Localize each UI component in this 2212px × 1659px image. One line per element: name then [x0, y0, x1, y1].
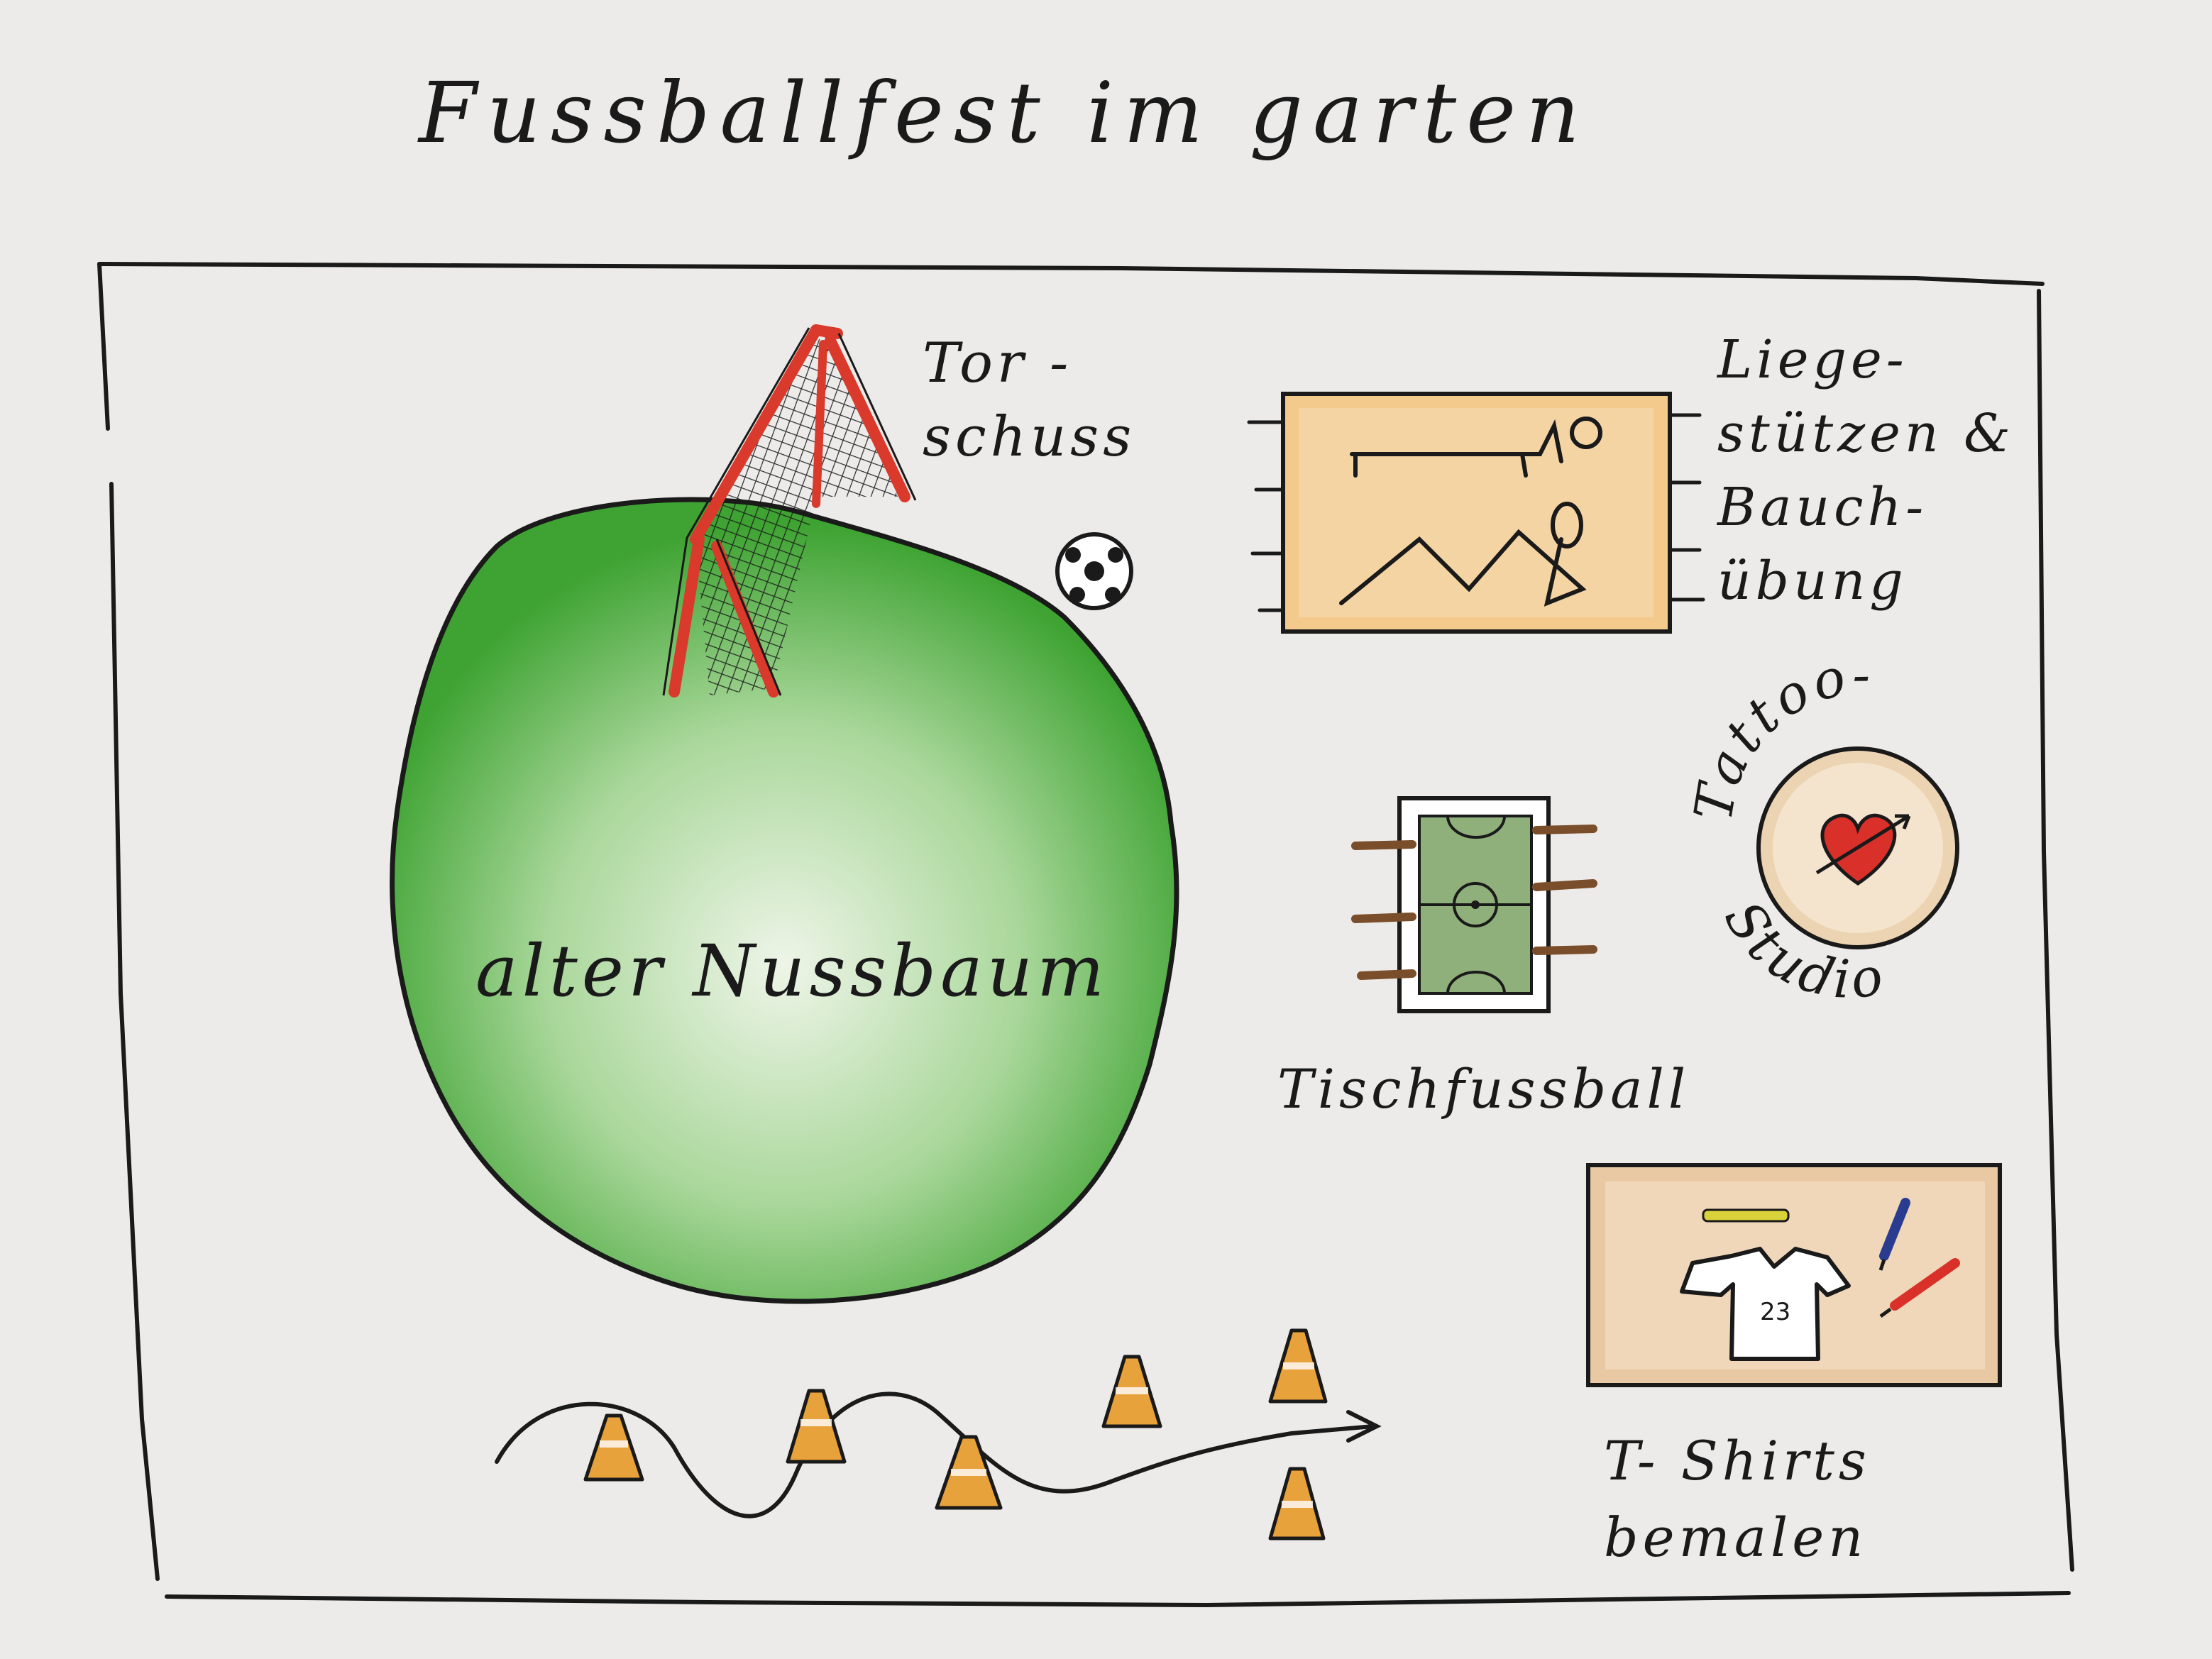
pen-icon — [1878, 1198, 1910, 1271]
walnut-tree — [390, 497, 1179, 1304]
t-shirt-icon — [1680, 1247, 1851, 1361]
label-line: übung — [1717, 551, 1908, 612]
label-line: Tor - — [923, 331, 1073, 395]
slalom-course — [495, 1328, 1382, 1540]
garden-border — [97, 262, 2074, 1608]
tshirt-painting-mat: 23 — [1586, 1163, 2002, 1387]
label-tischfussball: Tischfussball — [1277, 1057, 1690, 1120]
label-liegestuetzen: Liege- stützen & Bauch- übung — [1717, 323, 2015, 618]
exercise-mat — [1247, 392, 1705, 634]
label-line: Liege- — [1717, 329, 1908, 390]
label-line: schuss — [923, 405, 1136, 469]
label-tree: alter Nussbaum — [475, 930, 1108, 1013]
label-line: stützen & — [1717, 403, 2015, 464]
label-line: bemalen — [1604, 1506, 1868, 1569]
label-tshirts: T- Shirts bemalen — [1604, 1423, 1871, 1576]
label-torschuss: Tor - schuss — [923, 326, 1135, 474]
label-line: T- Shirts — [1604, 1429, 1871, 1492]
label-line: Bauch- — [1717, 477, 1928, 538]
pen-icon — [1879, 1258, 1960, 1318]
shirt-number: 23 — [1760, 1298, 1790, 1326]
soccer-ball-icon — [1055, 532, 1133, 610]
traffic-cone-icon — [583, 1328, 1328, 1540]
soccer-goal-icon — [662, 324, 917, 698]
pen-icon — [1702, 1208, 1790, 1223]
table-football — [1351, 796, 1597, 1013]
tattoo-studio — [1756, 746, 1959, 949]
heart-arrow-icon — [1815, 813, 1911, 886]
page-title: Fussballfest im garten — [419, 64, 1590, 162]
